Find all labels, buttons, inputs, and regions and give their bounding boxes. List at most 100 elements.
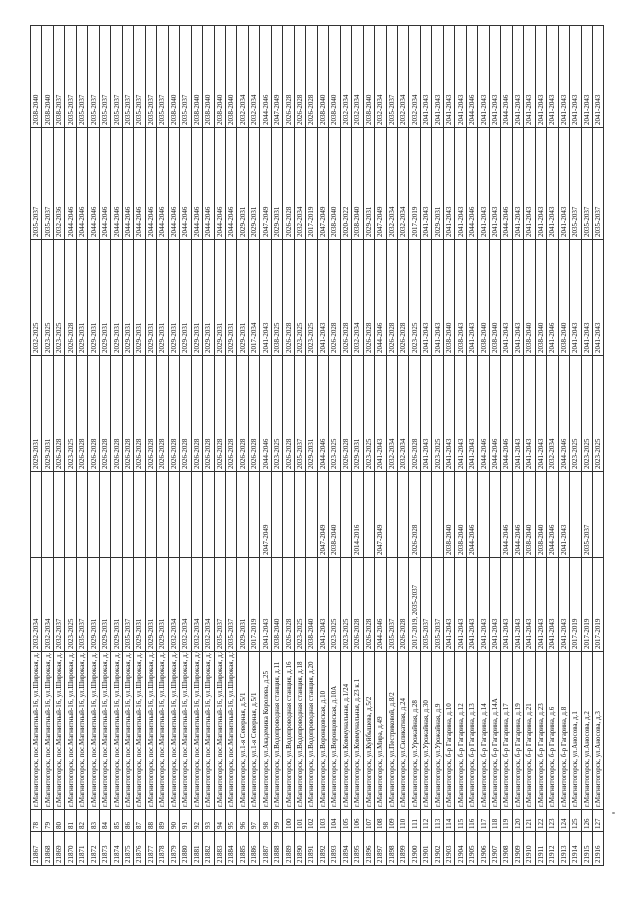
table-cell: 21894 [340,831,352,866]
table-cell: 2038-2040 [523,239,536,356]
table-cell: 2044-2046 [558,355,570,472]
table-cell: 126 [581,809,593,832]
table-cell: 2032-2034 [546,355,559,472]
table-cell: 2029-2031 [145,239,157,356]
table-cell: 2044-2046 [64,127,77,240]
table-cell: 2038-2040 [191,25,203,128]
table-cell: 2041-2043 [431,25,444,128]
table-cell: г.Магнитогорск, пос.Магнитный-16, ул.Шир… [191,651,203,810]
table-cell [145,471,157,558]
table-cell: г.Магнитогорск, пос.Магнитный-16, ул.Шир… [99,651,111,810]
table-cell: 113 [431,809,444,832]
table-cell: 21885 [236,831,249,866]
table-cell: 2035-2037 [386,557,398,652]
table-cell: 85 [110,809,123,832]
table-cell: 2044-2046 [500,127,513,240]
table-cell: 2026-2028 [214,355,226,472]
table-cell: г.Магнитогорск, пос.Магнитный-16, ул.Шир… [53,651,65,810]
table-cell: 21911 [535,831,547,866]
table-cell: 2041-2043 [477,557,490,652]
table-cell: 21904 [454,831,467,866]
table-cell: 2035-2037 [156,25,169,128]
table-cell: 2035-2037 [64,25,77,128]
table-cell: 21882 [202,831,214,866]
table-cell: 2044-2046 [374,239,387,356]
table-cell: 2035-2037 [76,557,88,652]
table-cell: 2026-2028 [145,355,157,472]
table-cell: 2038-2040 [328,471,341,558]
table-cell: 2032-2034 [294,127,306,240]
table-cell: 2047-2049 [317,471,329,558]
table-cell: 2032-2034 [191,557,203,652]
table-cell: 2029-2031 [214,239,226,356]
table-cell: 2041-2043 [546,557,559,652]
table-cell: 89 [156,809,169,832]
table-cell: 2032-2034 [397,127,409,240]
table-cell [386,471,398,558]
table-cell: 2026-2028 [191,355,203,472]
table-cell: 2029-2031 [110,239,123,356]
table-cell: 2029-2031 [351,355,364,472]
table-cell: 2035-2037 [214,557,226,652]
table-cell: 92 [191,809,203,832]
table-cell: 2041-2043 [466,355,478,472]
table-cell [397,471,409,558]
table-cell: г.Магнитогорск, б-р Гагарина, д.12 [454,651,467,810]
table-cell: 2041-2043 [489,557,501,652]
table-cell: 2026-2028 [386,239,398,356]
table-cell: 2035-2037 [122,557,134,652]
table-cell: 111 [408,809,421,832]
table-cell: 2035-2037 [225,557,237,652]
table-cell: 21914 [569,831,581,866]
table-cell: г.Магнитогорск, ул.Куйбышева, д.5/2 [363,651,375,810]
table-cell: 2044-2046 [466,471,478,558]
table-cell: 2038-2040 [214,25,226,128]
table-cell: 2041-2043 [546,127,559,240]
table-cell: 21915 [581,831,593,866]
table-cell: 2041-2043 [443,127,455,240]
table-cell: 2041-2043 [420,127,432,240]
table-cell: 2044-2046 [546,471,559,558]
table-cell: г.Магнитогорск, пос.Магнитный-16, ул.Шир… [87,651,100,810]
table-cell: 2044-2046 [156,127,169,240]
table-cell: 2041-2043 [259,239,272,356]
table-cell: 2032-2034 [248,25,260,128]
table-cell: 2038-2040 [271,557,283,652]
table-cell [168,471,180,558]
table-cell: 2038-2040 [523,471,536,558]
table-cell: 2026-2028 [156,355,169,472]
table-cell: 2044-2046 [466,25,478,128]
table-cell: 2023-2025 [569,355,581,472]
table-cell: 2026-2028 [340,239,352,356]
table-cell: 2035-2037 [179,25,192,128]
table-cell: 2041-2043 [443,557,455,652]
table-cell: г.Магнитогорск, ул.Мира, д.49 [374,651,387,810]
table-cell: 2041-2043 [558,471,570,558]
table-cell: 21905 [466,831,478,866]
table-cell: 2038-2040 [328,25,341,128]
table-cell: 2041-2043 [477,127,490,240]
table-cell: 2026-2028 [363,239,375,356]
table-cell: 2017-2019, 2035-2037 [408,557,421,652]
table-cell: 2041-2043 [558,127,570,240]
table-cell: 21883 [214,831,226,866]
table-cell: 2023-2025 [294,239,306,356]
table-cell: 105 [340,809,352,832]
table-cell: 2032-2034 [397,355,409,472]
table-cell: 2029-2031 [76,239,88,356]
table-cell: 2029-2031 [168,239,180,356]
table-cell: 21913 [558,831,570,866]
table-cell: 2047-2049 [374,127,387,240]
table-cell: 2026-2028 [340,355,352,472]
table-cell: 2023-2025 [340,557,352,652]
table-cell: 109 [386,809,398,832]
